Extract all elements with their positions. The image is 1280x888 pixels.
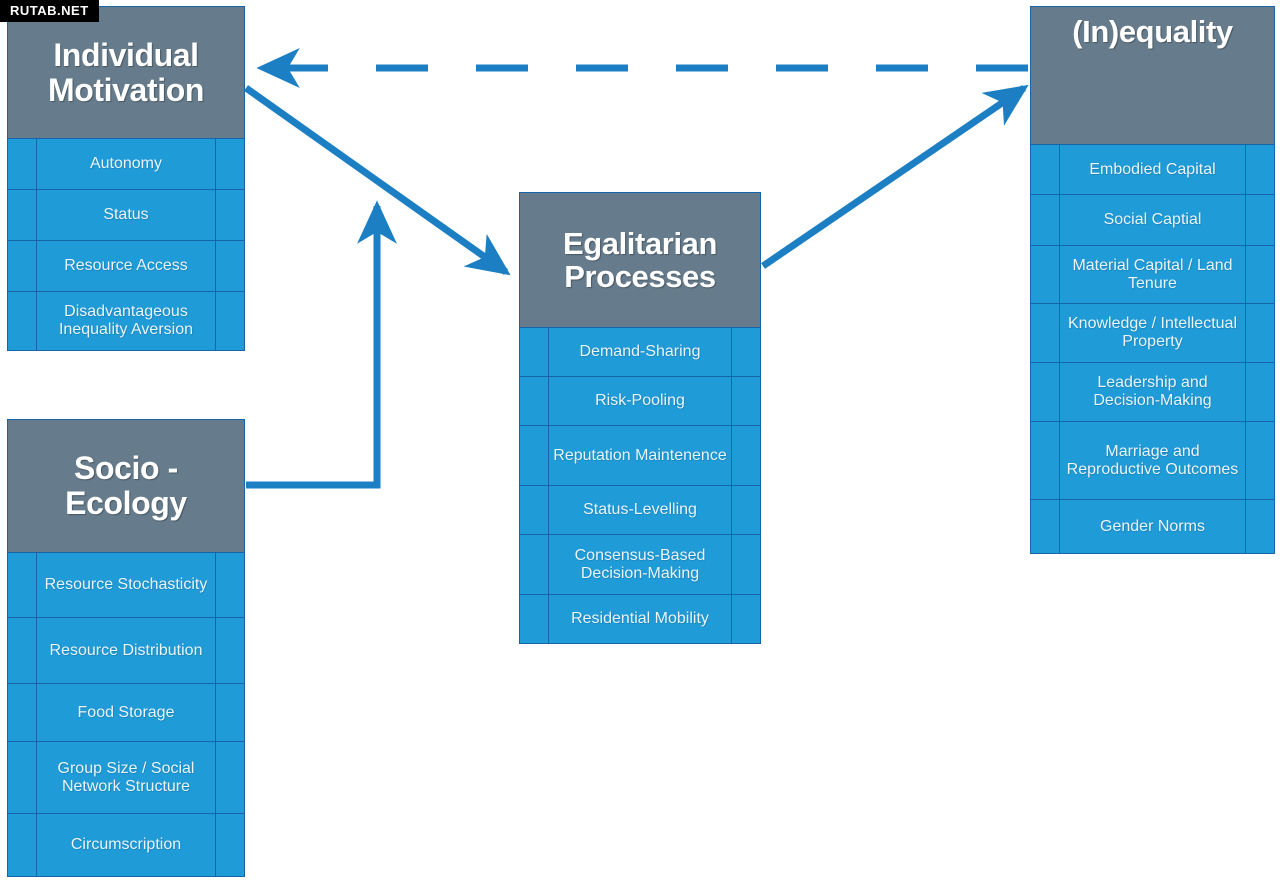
row-label: Residential Mobility: [571, 610, 709, 628]
title-line: Socio -: [74, 450, 178, 487]
list-item[interactable]: Social Captial: [1031, 195, 1274, 246]
box-individual-motivation[interactable]: Individual Motivation Autonomy Status Re…: [7, 6, 245, 351]
row-label: Marriage and Reproductive Outcomes: [1066, 442, 1239, 478]
row-label: Reputation Maintenence: [553, 446, 727, 464]
list-item[interactable]: Resource Access: [8, 241, 244, 292]
row-label: Resource Stochasticity: [44, 576, 208, 594]
row-label: Food Storage: [77, 703, 175, 721]
connector-socio-ecology-to-individual-motivation: [246, 200, 397, 489]
list-item[interactable]: Reputation Maintenence: [520, 426, 760, 486]
row-label: Social Captial: [1103, 211, 1202, 229]
list-item[interactable]: Demand-Sharing: [520, 328, 760, 377]
list-item[interactable]: Disadvantageous Inequality Aversion: [8, 292, 244, 350]
list-item[interactable]: Material Capital / Land Tenure: [1031, 246, 1274, 304]
row-label: Disadvantageous Inequality Aversion: [58, 303, 193, 338]
list-item[interactable]: Status-Levelling: [520, 486, 760, 535]
row-label: Embodied Capital: [1089, 160, 1216, 178]
box-socio-ecology[interactable]: Socio - Ecology Resource Stochasticity R…: [7, 419, 245, 877]
title-line: Processes: [564, 259, 716, 294]
title-line: Individual: [53, 36, 199, 73]
title-line: Egalitarian: [562, 225, 718, 261]
title-line: (In)equality: [1072, 14, 1233, 49]
row-label: Consensus-Based Decision-Making: [574, 546, 706, 582]
box-egalitarian-processes[interactable]: Egalitarian Processes Demand-Sharing Ris…: [519, 192, 761, 644]
title-line: Ecology: [65, 485, 187, 521]
list-item[interactable]: Status: [8, 190, 244, 241]
connector-egalitarian-processes-to-inequality: [761, 84, 1029, 269]
row-label: Demand-Sharing: [579, 343, 701, 361]
box-socio-ecology-title: Socio - Ecology: [8, 420, 244, 553]
box-individual-motivation-title: Individual Motivation: [8, 7, 244, 139]
row-label: Status-Levelling: [583, 501, 697, 519]
box-egalitarian-processes-title: Egalitarian Processes: [520, 193, 760, 328]
row-label: Knowledge / Intellectual Property: [1068, 315, 1237, 350]
row-label: Status: [103, 206, 149, 224]
list-item[interactable]: Risk-Pooling: [520, 377, 760, 426]
list-item[interactable]: Autonomy: [8, 139, 244, 190]
list-item[interactable]: Resource Distribution: [8, 618, 244, 684]
row-label: Material Capital / Land Tenure: [1072, 256, 1233, 292]
list-item[interactable]: Embodied Capital: [1031, 145, 1274, 195]
row-label: Group Size / Social Network Structure: [57, 759, 195, 795]
list-item[interactable]: Circumscription: [8, 814, 244, 876]
list-item[interactable]: Knowledge / Intellectual Property: [1031, 304, 1274, 363]
row-label: Resource Distribution: [49, 641, 203, 659]
box-individual-motivation-rows: Autonomy Status Resource Access Disadvan…: [8, 139, 244, 350]
row-label: Risk-Pooling: [595, 392, 685, 410]
list-item[interactable]: Marriage and Reproductive Outcomes: [1031, 422, 1274, 500]
list-item[interactable]: Gender Norms: [1031, 500, 1274, 553]
title-line: Motivation: [48, 71, 204, 108]
row-label: Gender Norms: [1100, 517, 1205, 535]
box-egalitarian-processes-rows: Demand-Sharing Risk-Pooling Reputation M…: [520, 328, 760, 643]
list-item[interactable]: Resource Stochasticity: [8, 553, 244, 618]
box-inequality[interactable]: (In)equality Embodied Capital Social Cap…: [1030, 6, 1275, 554]
box-inequality-title: (In)equality: [1031, 7, 1274, 145]
list-item[interactable]: Group Size / Social Network Structure: [8, 742, 244, 814]
row-label: Circumscription: [70, 836, 182, 854]
row-label: Resource Access: [64, 257, 188, 275]
box-inequality-rows: Embodied Capital Social Captial Material…: [1031, 145, 1274, 553]
list-item[interactable]: Food Storage: [8, 684, 244, 742]
watermark-label: RUTAB.NET: [0, 0, 99, 22]
list-item[interactable]: Consensus-Based Decision-Making: [520, 535, 760, 595]
list-item[interactable]: Residential Mobility: [520, 595, 760, 643]
box-socio-ecology-rows: Resource Stochasticity Resource Distribu…: [8, 553, 244, 876]
row-label: Leadership and Decision-Making: [1093, 374, 1212, 409]
list-item[interactable]: Leadership and Decision-Making: [1031, 363, 1274, 422]
connector-individual-motivation-to-egalitarian-processes: [243, 85, 511, 276]
row-label: Autonomy: [89, 155, 163, 173]
